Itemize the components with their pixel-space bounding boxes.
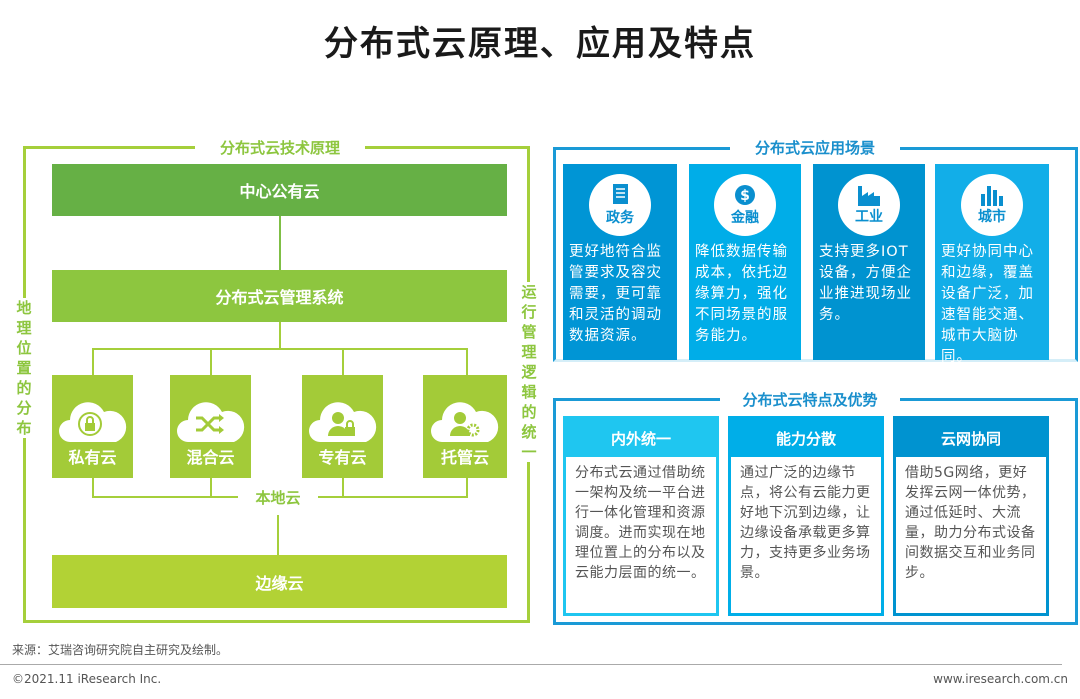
hybrid-cloud: 混合云 (170, 375, 251, 478)
private-cloud: 私有云 (52, 375, 133, 478)
cloud-label: 混合云 (186, 448, 235, 467)
source-note: 来源：艾瑞咨询研究院自主研究及绘制。 (12, 643, 229, 657)
feature-card: 内外统一 分布式云通过借助统一架构及统一平台进行一体化管理和资源调度。进而实现在… (563, 416, 719, 616)
application-scenarios-title: 分布式云应用场景 (730, 137, 900, 158)
feature-header: 云网协同 (896, 419, 1046, 457)
footer-divider (0, 664, 1062, 665)
feature-card: 能力分散 通过广泛的边缘节点，将公有云能力更好地下沉到边缘，让边缘设备承载更多算… (728, 416, 884, 616)
cloud-label: 私有云 (68, 448, 117, 467)
left-side-label: 地理位置的分布 (14, 298, 34, 438)
app-card-city: 城市 更好协同中心和边缘，覆盖设备广泛，加速智能交通、城市大脑协同。 (935, 164, 1049, 365)
copyright: ©2021.11 iResearch Inc. (12, 672, 162, 686)
app-description: 支持更多IOT设备，方便企业推进现场业务。 (819, 244, 912, 323)
feature-card: 云网协同 借助5G网络，更好发挥云网一体优势，通过低延时、大流量，助力分布式设备… (893, 416, 1049, 616)
central-public-cloud: 中心公有云 (52, 164, 507, 216)
website-url: www.iresearch.com.cn (933, 672, 1068, 686)
app-label: 城市 (978, 209, 1006, 225)
user-lock-cloud-icon (308, 402, 376, 442)
management-system: 分布式云管理系统 (52, 270, 507, 322)
app-card-industry: 工业 支持更多IOT设备，方便企业推进现场业务。 (813, 164, 925, 360)
app-description: 降低数据传输成本，依托边缘算力，强化不同场景的服务能力。 (695, 244, 788, 344)
shuffle-cloud-icon (176, 402, 244, 442)
feature-description: 通过广泛的边缘节点，将公有云能力更好地下沉到边缘，让边缘设备承载更多算力，支持更… (740, 465, 871, 581)
features-title: 分布式云特点及优势 (720, 389, 900, 410)
app-label: 金融 (731, 210, 759, 226)
feature-description: 借助5G网络，更好发挥云网一体优势，通过低延时、大流量，助力分布式设备间数据交互… (905, 465, 1036, 581)
app-description: 更好协同中心和边缘，覆盖设备广泛，加速智能交通、城市大脑协同。 (941, 244, 1034, 365)
right-side-label: 运行管理逻辑的统一 (519, 282, 539, 462)
user-gear-cloud-icon (431, 402, 499, 442)
edge-cloud: 边缘云 (52, 555, 507, 608)
local-cloud-label: 本地云 (255, 489, 301, 507)
app-label: 政务 (606, 210, 634, 226)
tech-principle-title: 分布式云技术原理 (195, 137, 365, 158)
document-icon (613, 184, 628, 204)
app-description: 更好地符合监管要求及容灾需要，更可靠和灵活的调动数据资源。 (569, 244, 662, 344)
app-label: 工业 (855, 209, 883, 225)
app-card-government: 政务 更好地符合监管要求及容灾需要，更可靠和灵活的调动数据资源。 (563, 164, 677, 360)
managed-cloud: 托管云 (423, 375, 507, 478)
app-card-finance: $ 金融 降低数据传输成本，依托边缘算力，强化不同场景的服务能力。 (689, 164, 801, 360)
dollar-coin-icon: $ (735, 185, 755, 205)
factory-icon (858, 186, 880, 206)
cloud-label: 托管云 (440, 448, 489, 467)
svg-text:$: $ (740, 188, 750, 204)
feature-header: 内外统一 (566, 419, 716, 457)
feature-description: 分布式云通过借助统一架构及统一平台进行一体化管理和资源调度。进而实现在地理位置上… (575, 465, 706, 581)
lock-cloud-icon (58, 402, 126, 442)
city-buildings-icon (981, 186, 1003, 206)
page-title: 分布式云原理、应用及特点 (324, 24, 756, 64)
feature-header: 能力分散 (731, 419, 881, 457)
cloud-label: 专有云 (318, 448, 367, 467)
dedicated-cloud: 专有云 (302, 375, 383, 478)
